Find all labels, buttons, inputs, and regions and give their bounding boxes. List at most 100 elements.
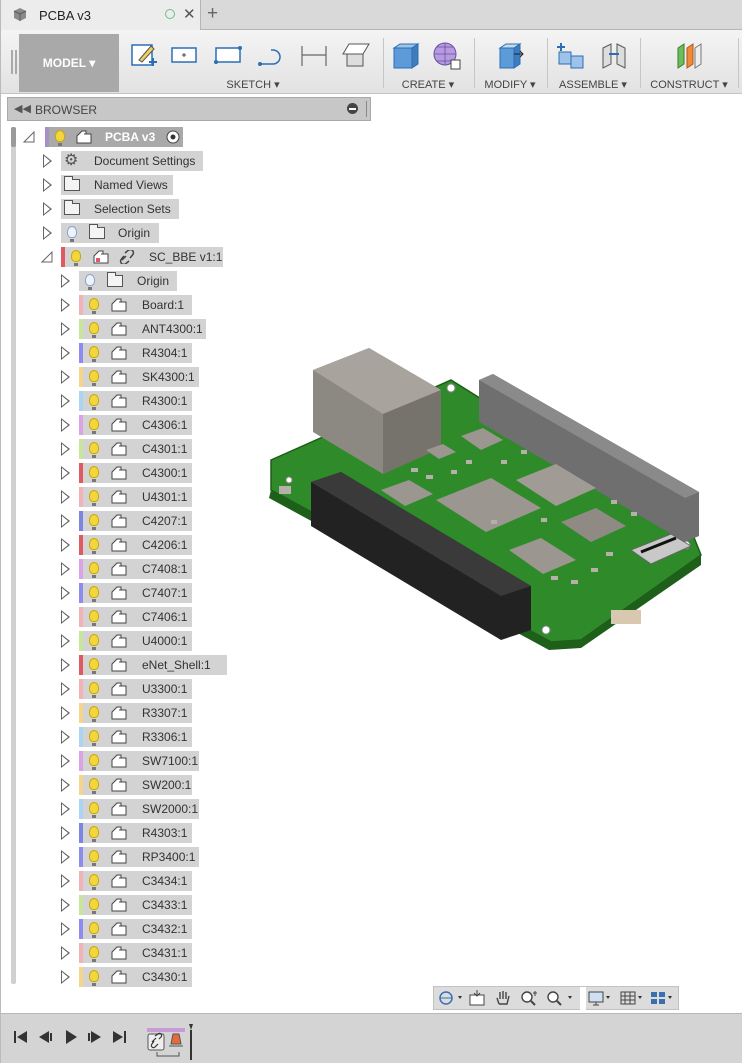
joint-icon[interactable] xyxy=(599,40,629,70)
tree-row-origin[interactable]: Origin xyxy=(39,223,209,243)
visibility-bulb-icon[interactable] xyxy=(89,610,99,626)
expand-triangle-icon[interactable] xyxy=(61,922,70,936)
expand-triangle-icon[interactable] xyxy=(61,586,70,600)
toolbar-grip[interactable] xyxy=(11,50,17,74)
close-tab-icon[interactable]: ✕ xyxy=(183,6,196,23)
step-back-icon[interactable] xyxy=(37,1029,53,1045)
visibility-bulb-icon[interactable] xyxy=(89,346,99,362)
expand-triangle-icon[interactable] xyxy=(61,490,70,504)
go-to-start-icon[interactable] xyxy=(13,1029,29,1045)
visibility-bulb-off-icon[interactable] xyxy=(85,274,95,290)
visibility-bulb-icon[interactable] xyxy=(89,322,99,338)
grid-settings-icon[interactable] xyxy=(620,990,646,1006)
expand-triangle-icon[interactable] xyxy=(61,370,70,384)
look-at-icon[interactable] xyxy=(468,990,486,1006)
expand-triangle-icon[interactable] xyxy=(61,394,70,408)
expand-triangle-icon[interactable] xyxy=(61,322,70,336)
tree-row-component[interactable]: Board:1 xyxy=(57,295,227,315)
expand-triangle-icon[interactable] xyxy=(61,634,70,648)
tree-row-named-views[interactable]: Named Views xyxy=(39,175,209,195)
activate-radio-icon[interactable] xyxy=(166,130,180,144)
tree-row-component[interactable]: C3433:1 xyxy=(57,895,227,915)
create-menu-label[interactable]: CREATE ▾ xyxy=(401,79,455,91)
collapse-browser-icon[interactable]: ◀◀ xyxy=(14,103,31,115)
step-forward-icon[interactable] xyxy=(87,1029,103,1045)
play-icon[interactable] xyxy=(63,1029,79,1045)
tree-row-component[interactable]: U4000:1 xyxy=(57,631,227,651)
expand-triangle-icon[interactable] xyxy=(61,274,70,288)
browser-resize-grip[interactable] xyxy=(366,101,369,117)
expand-triangle-icon[interactable] xyxy=(61,466,70,480)
expand-triangle-icon[interactable] xyxy=(61,346,70,360)
tree-row-component[interactable]: R4304:1 xyxy=(57,343,227,363)
rectangle-icon[interactable] xyxy=(213,40,243,70)
visibility-bulb-icon[interactable] xyxy=(89,538,99,554)
expand-triangle-icon[interactable] xyxy=(61,442,70,456)
fit-zoom-icon[interactable] xyxy=(546,990,576,1006)
new-tab-button[interactable]: + xyxy=(207,3,219,24)
tree-row-component[interactable]: C4206:1 xyxy=(57,535,227,555)
tree-row-component[interactable]: C3431:1 xyxy=(57,943,227,963)
zoom-icon[interactable] xyxy=(520,990,540,1006)
create-form-icon[interactable] xyxy=(431,40,461,70)
tree-row-sub-origin[interactable]: Origin xyxy=(57,271,187,291)
tree-row-component[interactable]: SK4300:1 xyxy=(57,367,227,387)
expand-triangle-icon[interactable] xyxy=(61,730,70,744)
workspace-switcher-button[interactable]: MODEL ▾ xyxy=(19,34,119,92)
tree-row-component[interactable]: U3300:1 xyxy=(57,679,227,699)
visibility-bulb-icon[interactable] xyxy=(89,970,99,986)
visibility-bulb-icon[interactable] xyxy=(89,298,99,314)
extrude-icon[interactable] xyxy=(391,40,421,70)
expand-triangle-icon[interactable] xyxy=(61,706,70,720)
visibility-bulb-icon[interactable] xyxy=(89,634,99,650)
tree-row-component[interactable]: SW2000:1 xyxy=(57,799,227,819)
visibility-bulb-icon[interactable] xyxy=(89,778,99,794)
expand-triangle-icon[interactable] xyxy=(61,970,70,984)
visibility-bulb-icon[interactable] xyxy=(89,898,99,914)
expand-triangle-icon[interactable] xyxy=(61,538,70,552)
visibility-bulb-icon[interactable] xyxy=(89,418,99,434)
tree-row-component[interactable]: R3306:1 xyxy=(57,727,227,747)
visibility-bulb-icon[interactable] xyxy=(71,250,81,266)
tree-row-component[interactable]: C3430:1 xyxy=(57,967,227,987)
document-tab[interactable]: PCBA v3 ✕ xyxy=(1,0,201,30)
visibility-bulb-icon[interactable] xyxy=(89,586,99,602)
visibility-bulb-icon[interactable] xyxy=(89,706,99,722)
visibility-bulb-icon[interactable] xyxy=(89,802,99,818)
visibility-bulb-icon[interactable] xyxy=(89,442,99,458)
visibility-bulb-icon[interactable] xyxy=(55,130,65,146)
visibility-bulb-icon[interactable] xyxy=(89,922,99,938)
sketch-menu-label[interactable]: SKETCH ▾ xyxy=(226,79,280,91)
visibility-bulb-icon[interactable] xyxy=(89,874,99,890)
tree-row-component[interactable]: SW7100:1 xyxy=(57,751,227,771)
expand-triangle-icon[interactable] xyxy=(61,826,70,840)
tree-row-component[interactable]: ANT4300:1 xyxy=(57,319,227,339)
orbit-icon[interactable] xyxy=(438,990,464,1006)
tree-row-component[interactable]: C7406:1 xyxy=(57,607,227,627)
visibility-bulb-icon[interactable] xyxy=(89,490,99,506)
assemble-menu-label[interactable]: ASSEMBLE ▾ xyxy=(559,79,627,91)
tree-row-component[interactable]: SW200:1 xyxy=(57,775,227,795)
expand-triangle-icon[interactable] xyxy=(61,850,70,864)
visibility-bulb-icon[interactable] xyxy=(89,370,99,386)
tree-root-row[interactable]: PCBA v3 xyxy=(21,127,191,147)
expand-triangle-icon[interactable] xyxy=(61,682,70,696)
expand-triangle-icon[interactable] xyxy=(43,226,52,240)
center-rectangle-icon[interactable] xyxy=(169,40,199,70)
visibility-bulb-icon[interactable] xyxy=(89,850,99,866)
stop-sketch-icon[interactable] xyxy=(341,40,371,70)
collapse-triangle-icon[interactable] xyxy=(41,251,53,263)
timeline-features[interactable] xyxy=(145,1020,195,1060)
tree-row-component[interactable]: R4303:1 xyxy=(57,823,227,843)
visibility-bulb-icon[interactable] xyxy=(89,826,99,842)
visibility-bulb-icon[interactable] xyxy=(89,730,99,746)
offset-plane-icon[interactable] xyxy=(674,40,704,70)
expand-triangle-icon[interactable] xyxy=(61,514,70,528)
press-pull-icon[interactable] xyxy=(494,40,524,70)
go-to-end-icon[interactable] xyxy=(111,1029,127,1045)
visibility-bulb-icon[interactable] xyxy=(89,682,99,698)
display-settings-icon[interactable] xyxy=(588,990,614,1006)
expand-triangle-icon[interactable] xyxy=(61,418,70,432)
tree-row-component[interactable]: C4306:1 xyxy=(57,415,227,435)
expand-triangle-icon[interactable] xyxy=(61,298,70,312)
